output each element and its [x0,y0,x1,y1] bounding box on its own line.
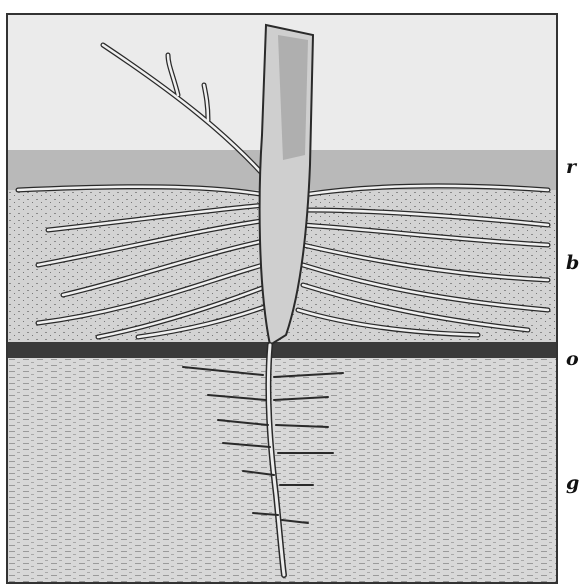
layer-label-b: b [566,254,579,273]
layer-label-g: g [566,474,579,493]
layer-label-r: r [566,158,576,177]
hardpan-layer [8,342,556,358]
root-system-illustration [6,13,558,584]
layer-label-o: o [566,350,579,369]
